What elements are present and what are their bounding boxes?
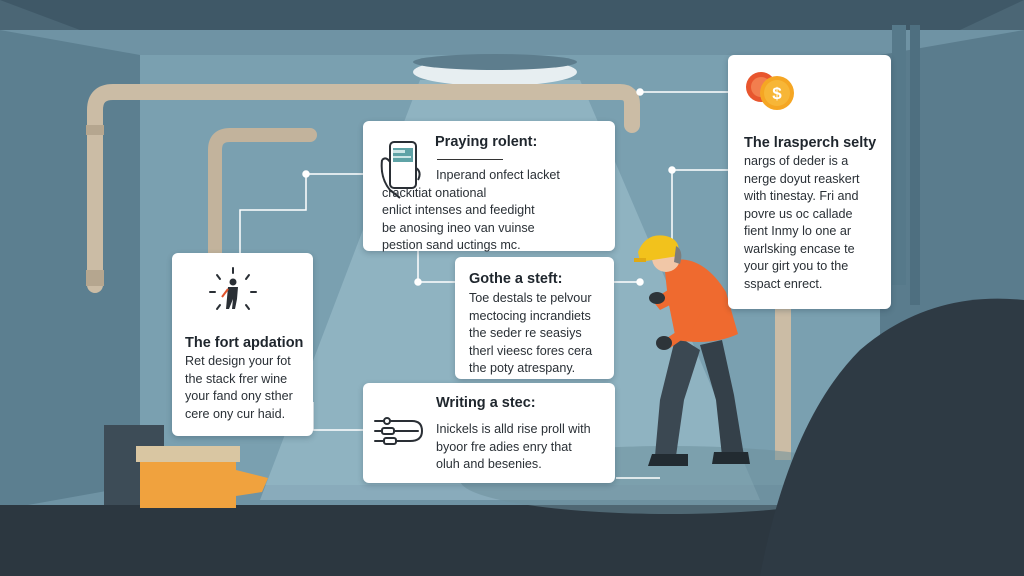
coin-dollar-icon: $ xyxy=(746,72,794,110)
card-praying: Praying rolent: Inperand onfect lacket c… xyxy=(363,121,615,252)
cables-icon xyxy=(374,417,424,445)
card-writing-title: Writing a stec: xyxy=(436,395,536,411)
card-fort-body: Ret design your fot the stack frer wine … xyxy=(185,354,293,421)
rock-mound xyxy=(760,298,1024,576)
card-gothe-body: Toe destals te pelvour mectocing incrand… xyxy=(469,291,593,375)
card-gothe: Gothe a steft: Toe destals te pelvour me… xyxy=(455,257,614,379)
card-writing-body: Inickels is alld rise proll with byoor f… xyxy=(436,422,591,471)
crate xyxy=(140,458,236,508)
pipe-upper xyxy=(87,84,640,293)
card-lasperch-title: The lrasperch selty xyxy=(744,135,877,151)
card-praying-title: Praying rolent: xyxy=(435,134,538,150)
left-wall xyxy=(0,30,140,510)
card-lasperch-body: nargs of deder is a nerge doyut reaskert… xyxy=(744,154,860,291)
pipe-lower xyxy=(208,128,317,307)
pipe-right xyxy=(775,300,791,460)
card-writing: Writing a stec: Inickels is alld rise pr… xyxy=(363,383,615,483)
worker-figure xyxy=(634,235,750,466)
card-fort-title: The fort apdation xyxy=(185,335,304,351)
card-praying-body: Inperand onfect lacket crackitiat onatio… xyxy=(382,168,560,252)
card-gothe-title: Gothe a steft: xyxy=(469,271,563,287)
card-lasperch: $ The lrasperch selty nargs of deder is … xyxy=(728,55,891,309)
person-in-dial-icon xyxy=(209,267,257,310)
svg-text:$: $ xyxy=(772,84,782,103)
connector-lines xyxy=(239,88,730,479)
card-praying-rule xyxy=(437,159,503,160)
card-fort: The fort apdation Ret design your fot th… xyxy=(172,253,313,436)
phone-in-hand-icon xyxy=(380,141,421,199)
